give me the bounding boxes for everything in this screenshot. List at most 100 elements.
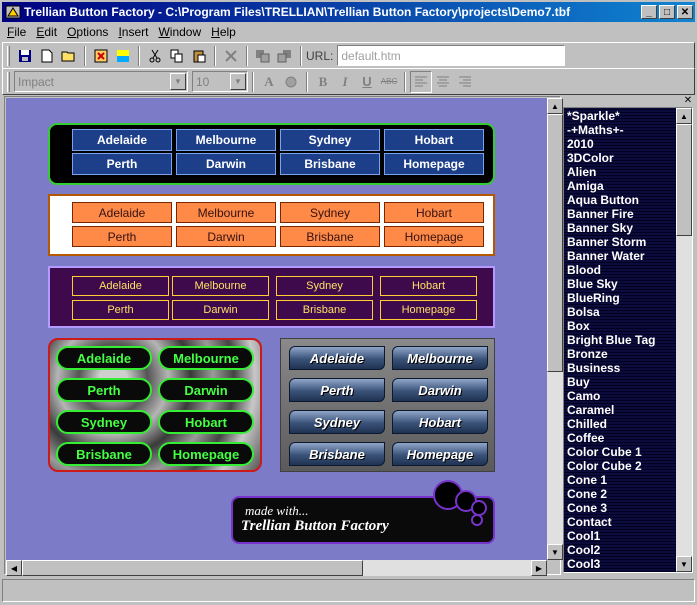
bold-button[interactable]: B — [312, 71, 334, 93]
style-list-item[interactable]: Caramel — [567, 403, 615, 417]
app-icon[interactable] — [5, 4, 21, 20]
scroll-down-icon[interactable]: ▼ — [676, 556, 692, 572]
bring-forward-button[interactable] — [252, 45, 274, 67]
style-list-item[interactable]: Cool1 — [567, 529, 601, 543]
style-list-item[interactable]: Cone 1 — [567, 473, 608, 487]
style-list-item[interactable]: Coffee — [567, 431, 605, 445]
style-list-item[interactable]: -+Maths+- — [567, 123, 624, 137]
menu-options[interactable]: Options — [67, 25, 109, 39]
button-melbourne[interactable]: Melbourne — [176, 129, 276, 151]
style-list-item[interactable]: *Sparkle* — [567, 109, 620, 123]
scroll-thumb[interactable] — [676, 124, 692, 236]
button-sydney[interactable]: Sydney — [276, 276, 373, 296]
canvas-vertical-scrollbar[interactable]: ▲ ▼ — [547, 98, 563, 560]
scroll-thumb[interactable] — [22, 560, 363, 576]
align-right-button[interactable] — [454, 71, 476, 93]
copy-button[interactable] — [166, 45, 188, 67]
style-list-item[interactable]: Cool3 — [567, 557, 601, 571]
button-adelaide[interactable]: Adelaide — [72, 129, 172, 151]
scroll-up-icon[interactable]: ▲ — [676, 108, 692, 124]
button-adelaide[interactable]: Adelaide — [56, 346, 152, 370]
style-list-item[interactable]: Color Cube 1 — [567, 445, 642, 459]
style-list-item[interactable]: Business — [567, 361, 621, 375]
style-list-item[interactable]: Chilled — [567, 417, 608, 431]
style-list-item[interactable]: Blue Sky — [567, 277, 618, 291]
close-button[interactable]: ✕ — [677, 5, 693, 19]
strikethrough-button[interactable]: ABC — [378, 71, 400, 93]
button-darwin[interactable]: Darwin — [176, 226, 276, 247]
button-homepage[interactable]: Homepage — [158, 442, 254, 466]
button-darwin[interactable]: Darwin — [392, 378, 488, 402]
paste-button[interactable] — [188, 45, 210, 67]
toolbar-grip[interactable] — [7, 71, 10, 92]
button-perth[interactable]: Perth — [72, 153, 172, 175]
button-sydney[interactable]: Sydney — [280, 202, 380, 223]
menu-window[interactable]: Window — [158, 25, 202, 39]
button-brisbane[interactable]: Brisbane — [280, 153, 380, 175]
style-list-item[interactable]: Cone 3 — [567, 501, 608, 515]
button-sydney[interactable]: Sydney — [280, 129, 380, 151]
style-list-item[interactable]: Banner Sky — [567, 221, 634, 235]
delete-button[interactable] — [220, 45, 242, 67]
style-list-item[interactable]: Aqua Button — [567, 193, 639, 207]
button-darwin[interactable]: Darwin — [176, 153, 276, 175]
button-brisbane[interactable]: Brisbane — [280, 226, 380, 247]
menu-edit[interactable]: Edit — [36, 25, 58, 39]
preview-button[interactable] — [90, 45, 112, 67]
button-sydney[interactable]: Sydney — [56, 410, 152, 434]
style-list-item[interactable]: Box — [567, 319, 590, 333]
style-list-item[interactable]: 3DColor — [567, 151, 614, 165]
style-list-item[interactable]: Cool2 — [567, 543, 601, 557]
button-melbourne[interactable]: Melbourne — [176, 202, 276, 223]
list-vertical-scrollbar[interactable]: ▲ ▼ — [676, 108, 692, 572]
style-list-item[interactable]: 2010 — [567, 137, 594, 151]
chevron-down-icon[interactable]: ▼ — [230, 73, 246, 90]
style-list-item[interactable]: Bronze — [567, 347, 608, 361]
scroll-up-icon[interactable]: ▲ — [547, 98, 563, 114]
button-homepage[interactable]: Homepage — [380, 300, 477, 320]
style-list-item[interactable]: Color Cube 2 — [567, 459, 642, 473]
close-icon[interactable]: ✕ — [683, 95, 693, 106]
scroll-left-icon[interactable]: ◀ — [6, 560, 22, 576]
toolbar-grip[interactable] — [7, 45, 10, 66]
style-list-item[interactable]: Bright Blue Tag — [567, 333, 656, 347]
cut-button[interactable] — [144, 45, 166, 67]
button-melbourne[interactable]: Melbourne — [392, 346, 488, 370]
italic-button[interactable]: I — [334, 71, 356, 93]
style-list-item[interactable]: Bolsa — [567, 305, 600, 319]
button-brisbane[interactable]: Brisbane — [289, 442, 385, 466]
button-hobart[interactable]: Hobart — [384, 202, 484, 223]
style-list-item[interactable]: Buy — [567, 375, 590, 389]
text-color-button[interactable]: A — [258, 71, 280, 93]
color-button[interactable] — [112, 45, 134, 67]
button-hobart[interactable]: Hobart — [384, 129, 484, 151]
button-adelaide[interactable]: Adelaide — [72, 276, 169, 296]
button-darwin[interactable]: Darwin — [172, 300, 269, 320]
button-hobart[interactable]: Hobart — [158, 410, 254, 434]
style-list-item[interactable]: Cone 2 — [567, 487, 608, 501]
style-list-item[interactable]: Amiga — [567, 179, 604, 193]
menu-insert[interactable]: Insert — [118, 25, 149, 39]
style-list-item[interactable]: BlueRing — [567, 291, 620, 305]
style-list-item[interactable]: Banner Water — [567, 249, 645, 263]
button-adelaide[interactable]: Adelaide — [289, 346, 385, 370]
button-hobart[interactable]: Hobart — [380, 276, 477, 296]
button-brisbane[interactable]: Brisbane — [276, 300, 373, 320]
button-darwin[interactable]: Darwin — [158, 378, 254, 402]
font-select[interactable]: Impact ▼ — [14, 71, 188, 92]
canvas-horizontal-scrollbar[interactable]: ◀ ▶ — [6, 560, 547, 576]
style-list-item[interactable]: Banner Fire — [567, 207, 634, 221]
style-list-item[interactable]: Contact — [567, 515, 612, 529]
button-melbourne[interactable]: Melbourne — [158, 346, 254, 370]
style-list-item[interactable]: Banner Storm — [567, 235, 647, 249]
menu-file[interactable]: File — [7, 25, 27, 39]
maximize-button[interactable]: □ — [659, 5, 675, 19]
button-brisbane[interactable]: Brisbane — [56, 442, 152, 466]
align-center-button[interactable] — [432, 71, 454, 93]
button-melbourne[interactable]: Melbourne — [172, 276, 269, 296]
style-list-item[interactable]: Camo — [567, 389, 601, 403]
button-homepage[interactable]: Homepage — [384, 226, 484, 247]
open-button[interactable] — [58, 45, 80, 67]
button-homepage[interactable]: Homepage — [392, 442, 488, 466]
